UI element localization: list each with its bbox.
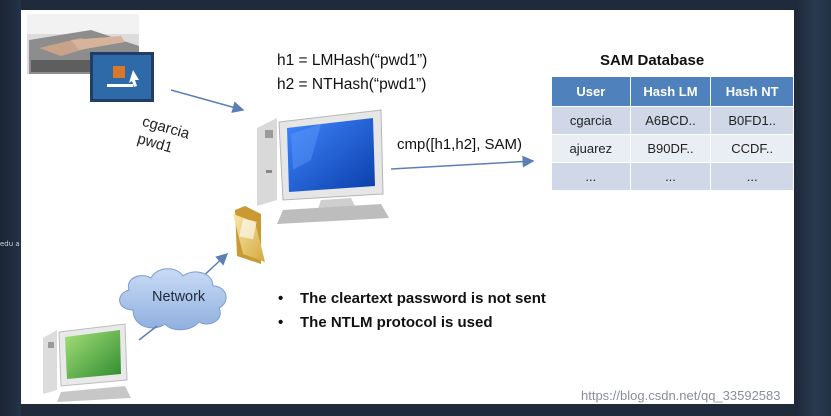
client-pc-icon [43,323,131,402]
login-screen-icon [90,52,154,102]
compare-arrow [390,155,535,170]
server-pc-icon [257,109,389,224]
table-cell: CCDF.. [710,134,794,163]
table-cell: ... [629,162,712,191]
sam-header-row: User Hash LM Hash NT [551,76,794,107]
table-cell: A6BCD.. [629,106,712,135]
client-link [138,325,158,341]
table-row: ajuarez B90DF.. CCDF.. [551,134,794,163]
table-cell: ... [551,162,631,191]
left-frame [0,0,21,416]
bullet-item: •The NTLM protocol is used [278,314,493,331]
table-cell: cgarcia [551,106,631,135]
sam-header-hash-nt: Hash NT [710,76,794,107]
right-frame [794,0,831,416]
table-cell: ... [710,162,794,191]
compare-label: cmp([h1,h2], SAM) [397,136,523,153]
hash-h2: h2 = NTHash(“pwd1”) [277,76,427,93]
bullet-text: The cleartext password is not sent [300,290,546,307]
table-cell: B0FD1.. [710,106,794,135]
bullet-item: •The cleartext password is not sent [278,290,546,307]
side-caption: edu a [0,240,20,248]
sam-table: User Hash LM Hash NT cgarcia A6BCD.. B0F… [551,76,794,191]
table-row: ... ... ... [551,162,794,191]
slide: h1 = LMHash(“pwd1”) h2 = NTHash(“pwd1”) … [21,10,794,404]
sam-header-user: User [551,76,631,107]
credentials-arrow [170,89,245,113]
sam-database-title: SAM Database [600,52,705,69]
diagram-graphics [27,14,535,402]
watermark: https://blog.csdn.net/qq_33592583 [581,388,781,403]
bullet-text: The NTLM protocol is used [300,314,493,331]
table-cell: ajuarez [551,134,631,163]
table-cell: B90DF.. [629,134,712,163]
hash-h1: h1 = LMHash(“pwd1”) [277,52,428,69]
network-cloud-icon [119,268,227,331]
sam-header-hash-lm: Hash LM [629,76,712,107]
table-row: cgarcia A6BCD.. B0FD1.. [551,106,794,135]
folder-icon [233,206,265,264]
bullet-list: •The cleartext password is not sent •The… [278,287,546,335]
network-label: Network [152,289,206,305]
